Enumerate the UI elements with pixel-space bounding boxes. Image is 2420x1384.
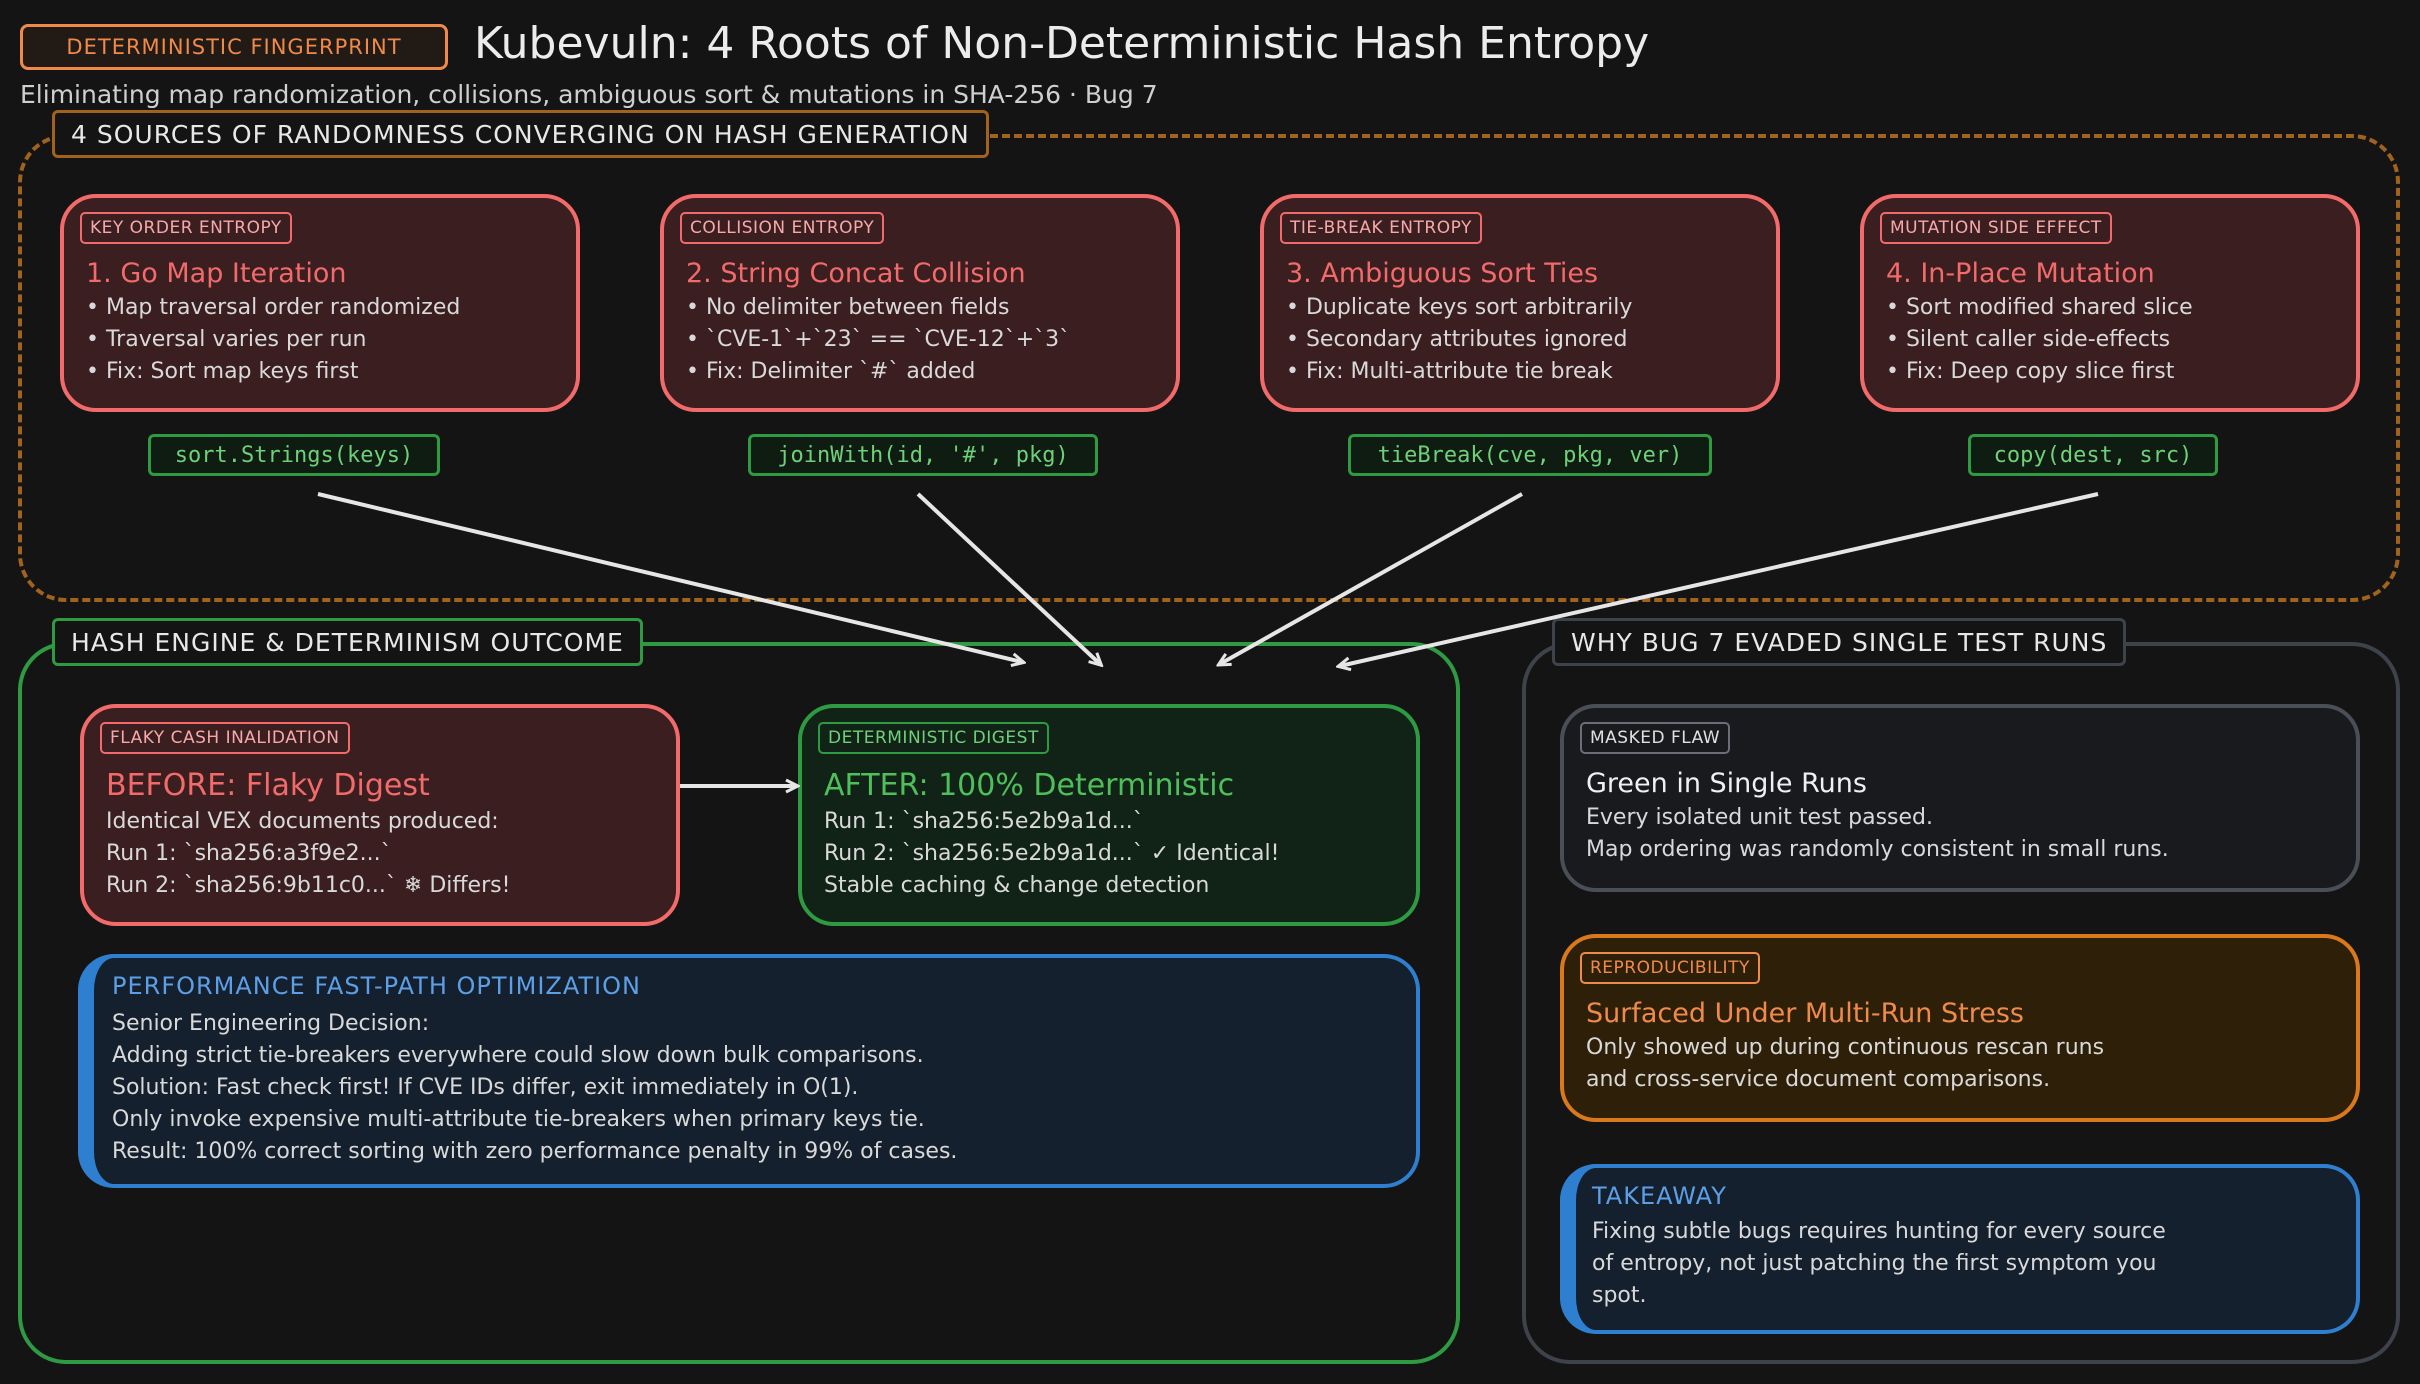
card-title: 4. In-Place Mutation <box>1886 258 2155 289</box>
card-line: of entropy, not just patching the first … <box>1592 1251 2157 1276</box>
card-line: • Traversal varies per run <box>86 327 367 352</box>
card-tag: COLLISION ENTROPY <box>680 212 885 244</box>
card-lines: • Map traversal order randomized • Trave… <box>86 292 460 388</box>
arrow-key-order <box>317 492 1022 662</box>
card-line: spot. <box>1592 1283 1647 1308</box>
repro-card: REPRODUCIBILITY Surfaced Under Multi-Run… <box>1560 934 2360 1122</box>
card-line: Every isolated unit test passed. <box>1586 805 1933 830</box>
card-line: • Duplicate keys sort arbitrarily <box>1286 295 1633 320</box>
card-line: • Fix: Multi-attribute tie break <box>1286 359 1613 384</box>
takeaway-card: TAKEAWAY Fixing subtle bugs requires hun… <box>1560 1164 2360 1334</box>
card-title: PERFORMANCE FAST-PATH OPTIMIZATION <box>112 972 641 1000</box>
card-line: Adding strict tie-breakers everywhere co… <box>112 1043 924 1068</box>
card-lines: Every isolated unit test passed. Map ord… <box>1586 802 2169 866</box>
why-zone-label: WHY BUG 7 EVADED SINGLE TEST RUNS <box>1552 618 2127 666</box>
card-lines: • No delimiter between fields • `CVE-1`+… <box>686 292 1070 388</box>
masked-card: MASKED FLAW Green in Single Runs Every i… <box>1560 704 2360 892</box>
perf-card: PERFORMANCE FAST-PATH OPTIMIZATION Senio… <box>78 954 1420 1188</box>
arrow-tie-break <box>1220 492 1523 664</box>
card-lines: Senior Engineering Decision: Adding stri… <box>112 1008 957 1168</box>
card-line: • Map traversal order randomized <box>86 295 461 320</box>
card-title: 2. String Concat Collision <box>686 258 1026 289</box>
sources-zone <box>18 134 2400 602</box>
hash-zone-label: HASH ENGINE & DETERMINISM OUTCOME <box>52 618 643 666</box>
page-subtitle: Eliminating map randomization, collision… <box>20 80 1158 109</box>
card-line: Run 1: `sha256:5e2b9a1d...` <box>824 809 1144 834</box>
card-tag: MASKED FLAW <box>1580 722 1731 754</box>
code-sort-strings: sort.Strings(keys) <box>148 434 440 476</box>
card-line: Fixing subtle bugs requires hunting for … <box>1592 1219 2166 1244</box>
card-line: Senior Engineering Decision: <box>112 1011 430 1036</box>
card-line: • Fix: Sort map keys first <box>86 359 359 384</box>
source-card-tie-break: TIE-BREAK ENTROPY 3. Ambiguous Sort Ties… <box>1260 194 1780 412</box>
source-card-mutation: MUTATION SIDE EFFECT 4. In-Place Mutatio… <box>1860 194 2360 412</box>
card-line: • Secondary attributes ignored <box>1286 327 1628 352</box>
card-lines: Only showed up during continuous rescan … <box>1586 1032 2104 1096</box>
card-title: 1. Go Map Iteration <box>86 258 347 289</box>
card-tag: KEY ORDER ENTROPY <box>80 212 292 244</box>
before-card: FLAKY CASH INALIDATION BEFORE: Flaky Dig… <box>80 704 680 926</box>
card-line: Identical VEX documents produced: <box>106 809 499 834</box>
code-join-with: joinWith(id, '#', pkg) <box>748 434 1098 476</box>
card-tag: FLAKY CASH INALIDATION <box>100 722 350 754</box>
code-copy: copy(dest, src) <box>1968 434 2218 476</box>
card-title: Green in Single Runs <box>1586 768 1867 799</box>
header-badge: DETERMINISTIC FINGERPRINT <box>20 24 448 70</box>
card-title: 3. Ambiguous Sort Ties <box>1286 258 1599 289</box>
card-line: Run 1: `sha256:a3f9e2...` <box>106 841 392 866</box>
code-tie-break: tieBreak(cve, pkg, ver) <box>1348 434 1712 476</box>
after-card: DETERMINISTIC DIGEST AFTER: 100% Determi… <box>798 704 1420 926</box>
card-line: • No delimiter between fields <box>686 295 1010 320</box>
sources-zone-label: 4 SOURCES OF RANDOMNESS CONVERGING ON HA… <box>52 110 989 158</box>
card-line: Run 2: `sha256:9b11c0...` ❄ Differs! <box>106 873 511 898</box>
page-title: Kubevuln: 4 Roots of Non-Deterministic H… <box>474 18 1650 69</box>
card-line: • `CVE-1`+`23` == `CVE-12`+`3` <box>686 327 1071 352</box>
card-tag: TIE-BREAK ENTROPY <box>1280 212 1482 244</box>
card-line: Map ordering was randomly consistent in … <box>1586 837 2169 862</box>
card-title: AFTER: 100% Deterministic <box>824 768 1235 803</box>
card-line: and cross-service document comparisons. <box>1586 1067 2051 1092</box>
card-line: Stable caching & change detection <box>824 873 1210 898</box>
source-card-collision: COLLISION ENTROPY 2. String Concat Colli… <box>660 194 1180 412</box>
card-title: TAKEAWAY <box>1592 1182 1727 1210</box>
card-tag: REPRODUCIBILITY <box>1580 952 1760 984</box>
card-tag: MUTATION SIDE EFFECT <box>1880 212 2112 244</box>
card-line: Only invoke expensive multi-attribute ti… <box>112 1107 925 1132</box>
arrow-mutation <box>1340 492 2099 666</box>
arrow-collision <box>916 492 1100 664</box>
card-lines: • Duplicate keys sort arbitrarily • Seco… <box>1286 292 1632 388</box>
card-lines: • Sort modified shared slice • Silent ca… <box>1886 292 2193 388</box>
card-title: BEFORE: Flaky Digest <box>106 768 430 803</box>
card-line: • Fix: Deep copy slice first <box>1886 359 2175 384</box>
card-lines: Identical VEX documents produced: Run 1:… <box>106 806 510 902</box>
card-line: • Fix: Delimiter `#` added <box>686 359 976 384</box>
card-line: Result: 100% correct sorting with zero p… <box>112 1139 958 1164</box>
card-line: • Sort modified shared slice <box>1886 295 2193 320</box>
card-line: Solution: Fast check first! If CVE IDs d… <box>112 1075 859 1100</box>
card-lines: Run 1: `sha256:5e2b9a1d...` Run 2: `sha2… <box>824 806 1279 902</box>
card-tag: DETERMINISTIC DIGEST <box>818 722 1049 754</box>
card-line: • Silent caller side-effects <box>1886 327 2171 352</box>
card-line: Only showed up during continuous rescan … <box>1586 1035 2105 1060</box>
source-card-key-order: KEY ORDER ENTROPY 1. Go Map Iteration • … <box>60 194 580 412</box>
card-line: Run 2: `sha256:5e2b9a1d...` ✓ Identical! <box>824 841 1280 866</box>
card-title: Surfaced Under Multi-Run Stress <box>1586 998 2024 1029</box>
hash-zone <box>18 642 1460 1364</box>
card-lines: Fixing subtle bugs requires hunting for … <box>1592 1216 2166 1312</box>
